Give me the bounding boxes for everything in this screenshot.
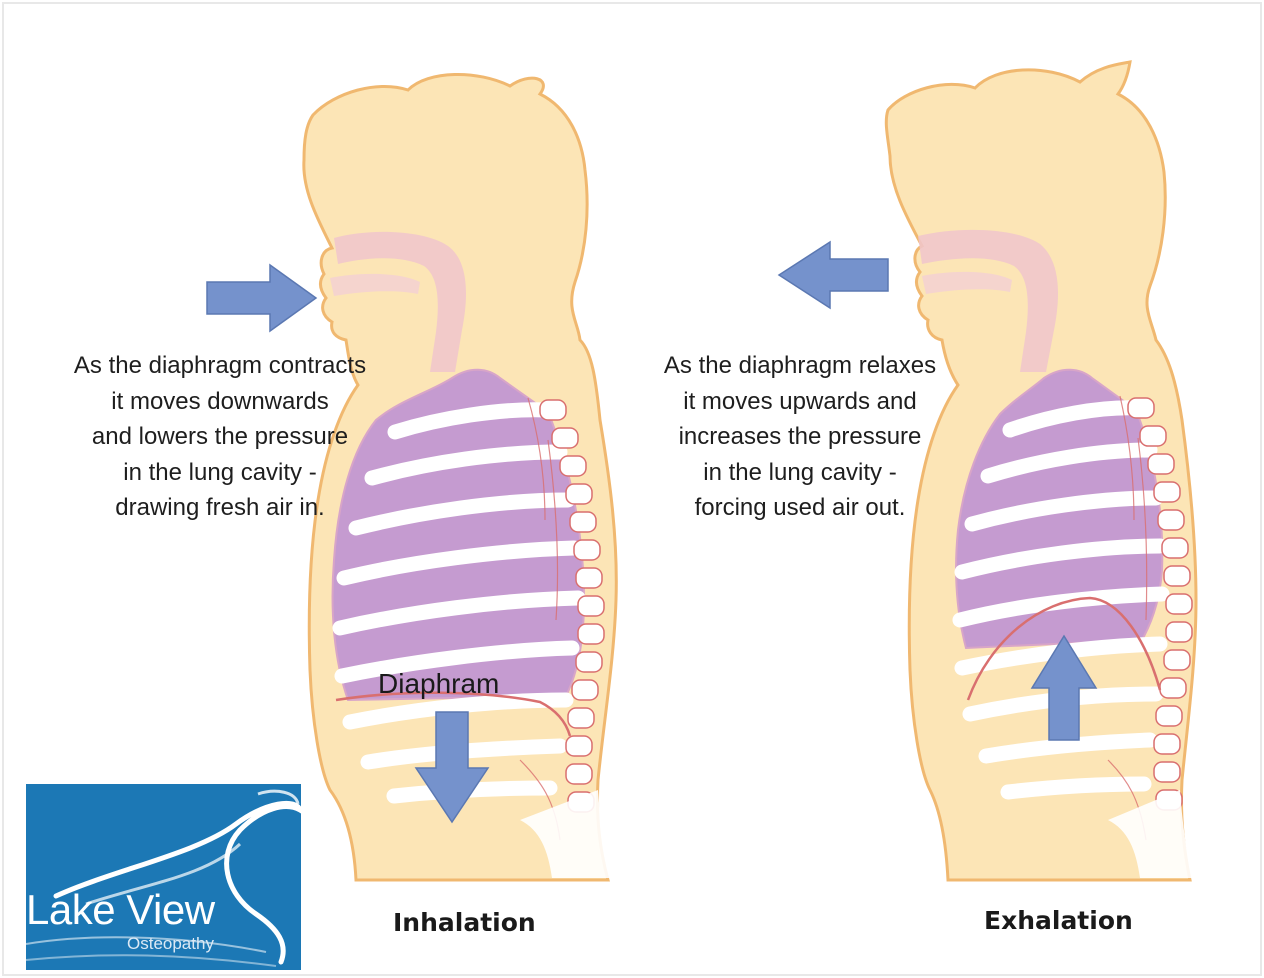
inhalation-caption: As the diaphragm contracts it moves down… <box>30 348 410 526</box>
inhalation-caption-line: As the diaphragm contracts <box>30 348 410 384</box>
exhalation-caption-line: increases the pressure <box>620 419 980 455</box>
exhalation-title: Exhalation <box>984 906 1133 935</box>
logo-subtitle: Osteopathy <box>127 934 214 954</box>
exhalation-caption-line: As the diaphragm relaxes <box>620 348 980 384</box>
logo-name: Lake View <box>26 886 215 934</box>
inhalation-caption-line: and lowers the pressure <box>30 419 410 455</box>
exhalation-caption-line: forcing used air out. <box>620 490 980 526</box>
inhalation-caption-line: drawing fresh air in. <box>30 490 410 526</box>
inhalation-caption-line: in the lung cavity - <box>30 455 410 491</box>
inhale-air-arrow-icon <box>207 265 316 331</box>
exhale-air-arrow-icon <box>779 242 888 308</box>
inhalation-caption-line: it moves downwards <box>30 384 410 420</box>
exhalation-caption-line: it moves upwards and <box>620 384 980 420</box>
diaphragm-label: Diaphram <box>378 668 499 700</box>
inhalation-title: Inhalation <box>393 908 536 937</box>
exhalation-caption: As the diaphragm relaxes it moves upward… <box>620 348 980 526</box>
exhalation-caption-line: in the lung cavity - <box>620 455 980 491</box>
lake-view-logo: Lake View Osteopathy <box>26 784 301 970</box>
